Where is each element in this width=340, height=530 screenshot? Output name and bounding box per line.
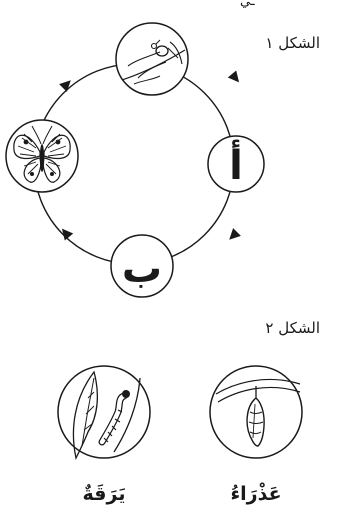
- stage-b-circle: ب: [111, 235, 173, 297]
- stage-a-letter: أ: [229, 139, 243, 189]
- cycle-arrow-4: [59, 76, 75, 92]
- egg-on-leaf-icon: [116, 23, 188, 95]
- caterpillar-on-leaf-icon: [58, 366, 150, 458]
- caption-pupa: عَذْرَاءُ: [230, 482, 281, 505]
- cycle-arrow-3: [58, 225, 73, 240]
- pupa-chrysalis-icon: [210, 366, 302, 458]
- cycle-arrow-1: [228, 70, 243, 85]
- stage-b-letter: ب: [122, 246, 162, 292]
- caption-larva: يَرَقَةٌ: [83, 483, 126, 505]
- cycle-arrow-2: [225, 228, 241, 244]
- stage-a-circle: أ: [208, 136, 264, 192]
- butterfly-icon: [6, 120, 78, 192]
